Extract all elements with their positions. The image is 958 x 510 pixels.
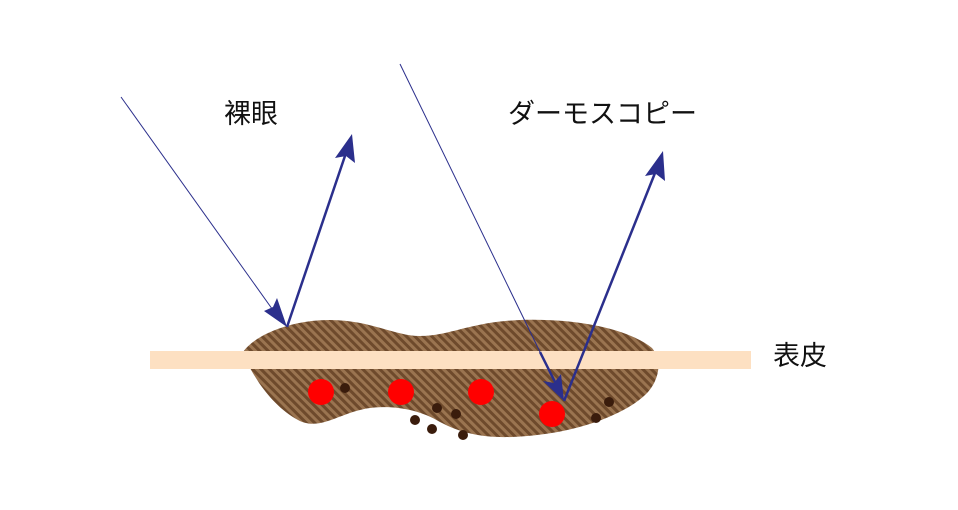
naked-eye-reflected-ray xyxy=(285,149,349,328)
dermoscopy-reflected-ray xyxy=(562,167,659,402)
brown-dot xyxy=(604,397,614,407)
red-dot xyxy=(539,401,565,427)
brown-dot xyxy=(458,430,468,440)
brown-dot xyxy=(432,403,442,413)
naked-eye-label: 裸眼 xyxy=(224,99,278,130)
naked-eye-incident-ray xyxy=(120,96,281,321)
epidermis-label: 表皮 xyxy=(773,341,827,372)
epidermis-layer xyxy=(150,351,751,369)
red-dot xyxy=(468,379,494,405)
dermoscopy-incident-arrowhead xyxy=(543,374,564,401)
brown-dot xyxy=(340,383,350,393)
brown-dot xyxy=(451,409,461,419)
dermoscopy-reflected-arrowhead xyxy=(645,151,665,181)
naked-eye-reflected-arrowhead xyxy=(335,134,355,163)
naked-eye-incident-arrowhead xyxy=(264,298,287,327)
dermoscopy-incident-ray xyxy=(399,63,541,353)
brown-dot xyxy=(427,424,437,434)
brown-dot xyxy=(591,413,601,423)
dermoscopy-label: ダーモスコピー xyxy=(508,99,697,130)
brown-dot xyxy=(410,415,420,425)
red-dot xyxy=(308,379,334,405)
red-dot xyxy=(388,379,414,405)
